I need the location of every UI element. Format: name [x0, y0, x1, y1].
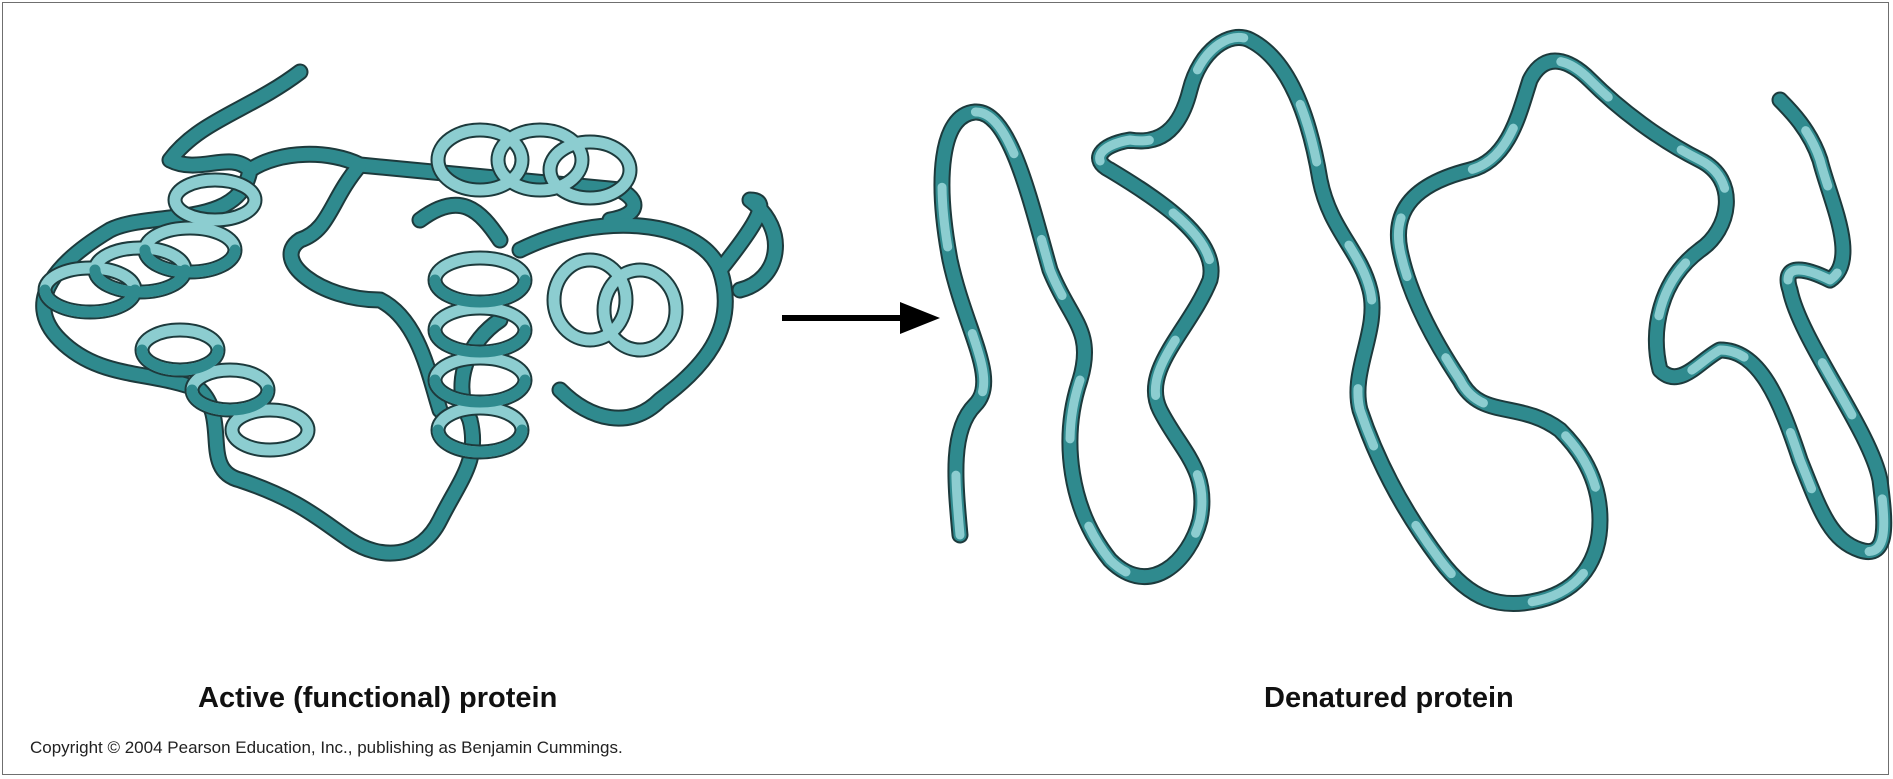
- active-protein-caption: Active (functional) protein: [198, 682, 557, 715]
- denatured-protein-caption: Denatured protein: [1264, 682, 1514, 715]
- denaturation-arrow: [782, 302, 940, 334]
- denatured-protein: [942, 37, 1884, 603]
- copyright-notice: Copyright © 2004 Pearson Education, Inc.…: [30, 738, 623, 758]
- active-protein: [44, 72, 776, 553]
